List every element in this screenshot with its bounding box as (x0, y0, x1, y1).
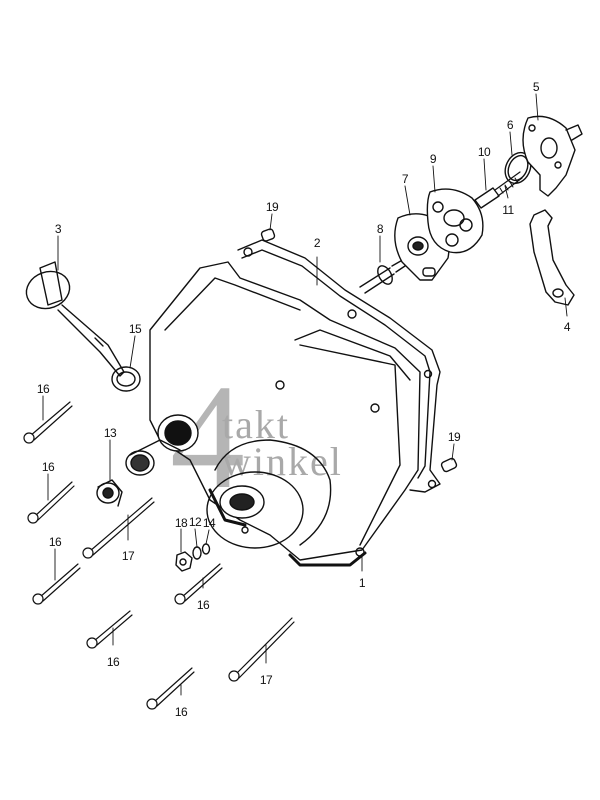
callout-16c: 16 (48, 535, 62, 549)
callout-16a: 16 (36, 382, 50, 396)
callout-7: 7 (401, 172, 409, 186)
lever-housing-part (522, 115, 583, 197)
callout-13: 13 (103, 426, 117, 440)
adjuster-screw-part (359, 257, 409, 294)
callout-16e: 16 (106, 655, 120, 669)
callout-14: 14 (202, 516, 216, 530)
rubber-plug-part (96, 479, 123, 507)
crankcase-cover-part (125, 261, 421, 567)
callout-17b: 17 (259, 673, 273, 687)
oil-filler-cap-part (25, 261, 125, 377)
spacer-spring-part (474, 171, 523, 209)
callout-1: 1 (358, 576, 366, 590)
screws (23, 401, 295, 710)
callout-2: 2 (313, 236, 321, 250)
ball-retainer-part (426, 188, 484, 254)
callout-5: 5 (532, 80, 540, 94)
watermark-takt: takt (222, 402, 290, 447)
callout-16d: 16 (196, 598, 210, 612)
callout-8: 8 (376, 222, 384, 236)
callout-19a: 19 (265, 200, 279, 214)
callout-17a: 17 (121, 549, 135, 563)
dowel-pin-top (260, 228, 276, 242)
callout-4: 4 (563, 320, 571, 334)
callout-15: 15 (128, 322, 142, 336)
callout-16f: 16 (174, 705, 188, 719)
callout-6: 6 (506, 118, 514, 132)
callout-10: 10 (477, 145, 491, 159)
dowel-pin-right (440, 457, 458, 473)
nut-and-washers-part (175, 543, 211, 572)
lever-arm-part (529, 209, 575, 306)
callout-12: 12 (188, 515, 202, 529)
callout-18: 18 (174, 516, 188, 530)
filler-o-ring-part (111, 366, 141, 392)
callout-9: 9 (429, 152, 437, 166)
gasket-part (237, 239, 441, 493)
callout-3: 3 (54, 222, 62, 236)
leader-lines (42, 93, 568, 696)
callout-16b: 16 (41, 460, 55, 474)
callout-19b: 19 (447, 430, 461, 444)
watermark-winkel: winkel (222, 439, 343, 484)
callout-11: 11 (502, 203, 514, 217)
